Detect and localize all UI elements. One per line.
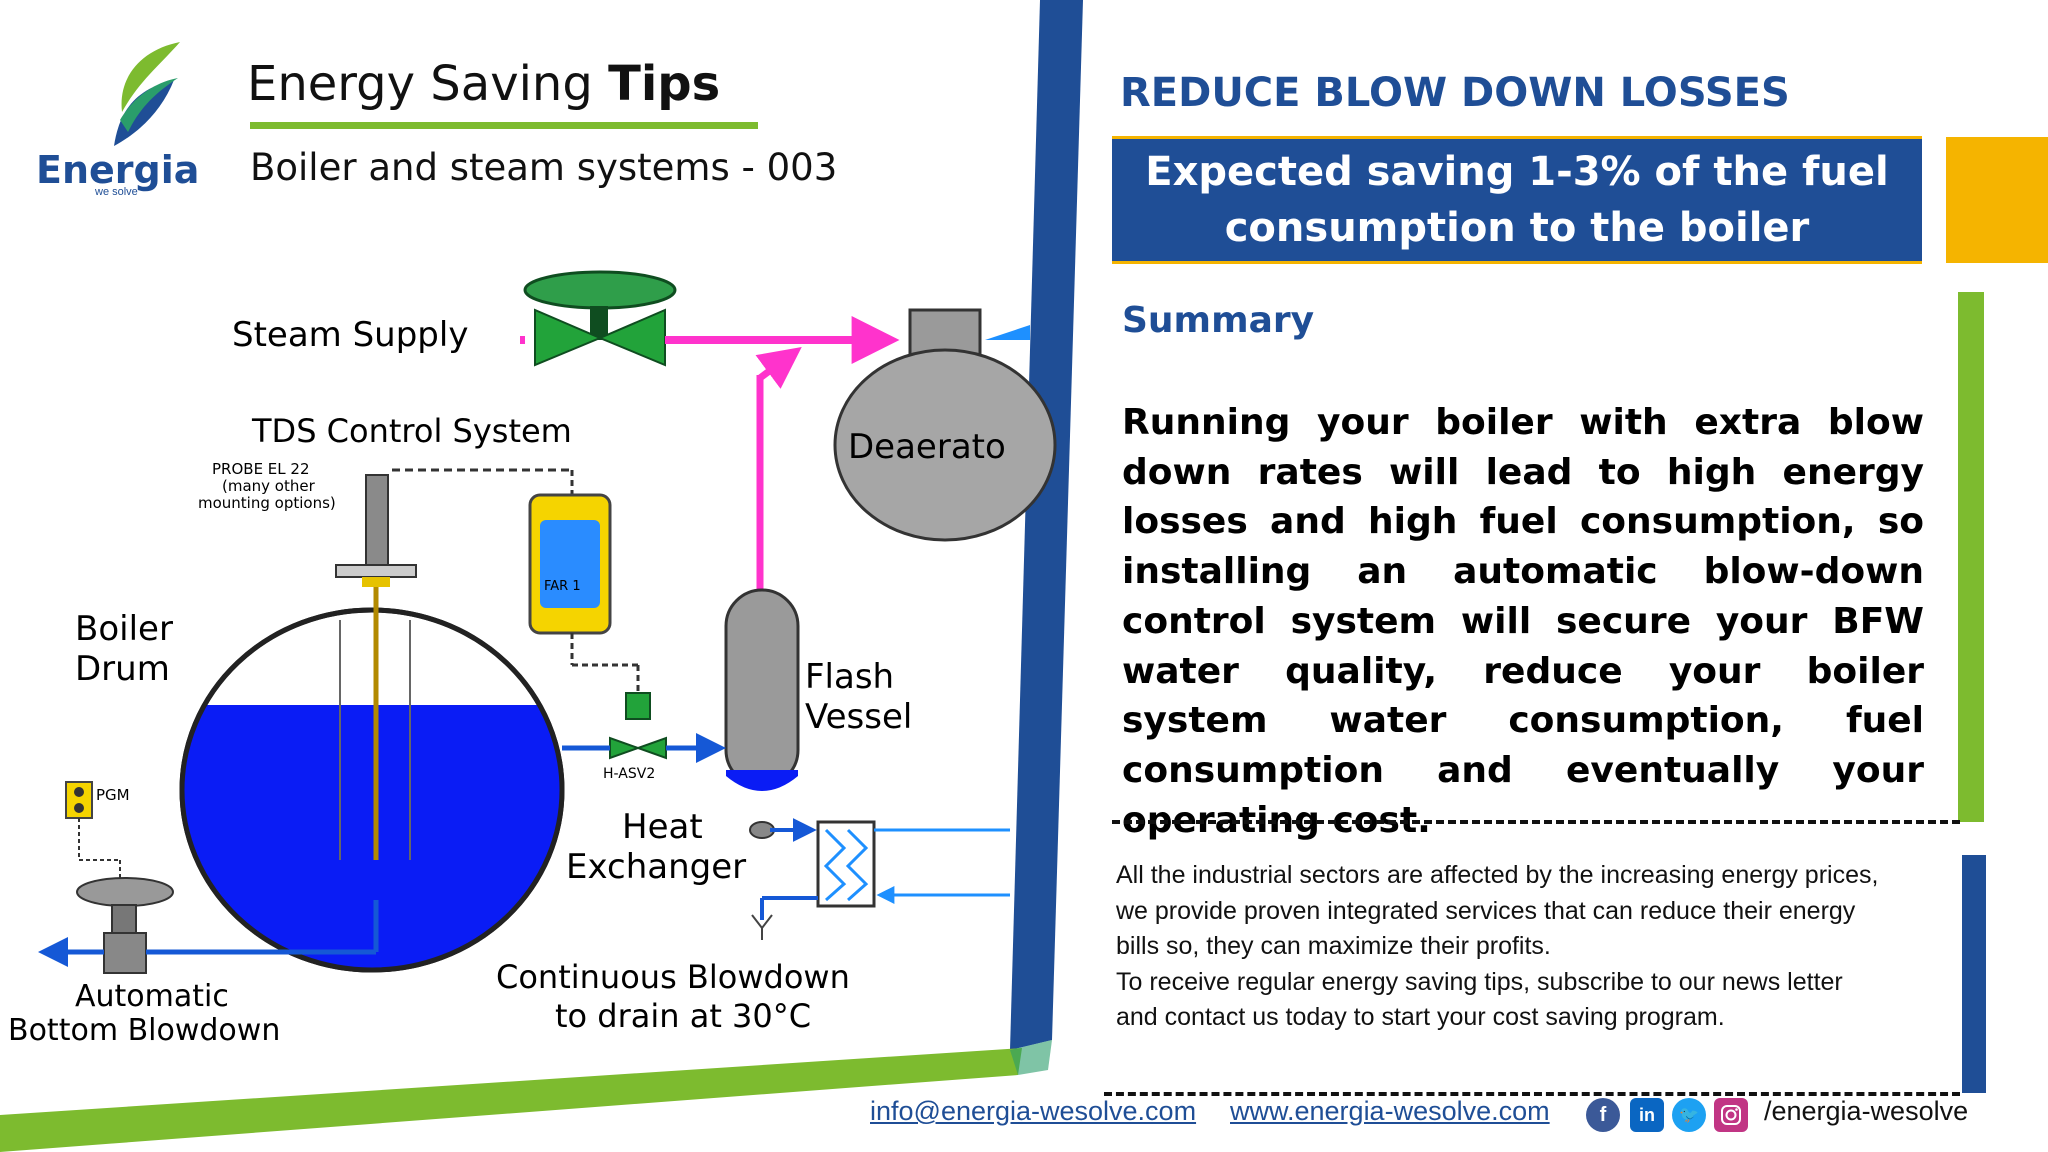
- info-line: To receive regular energy saving tips, s…: [1116, 967, 1843, 996]
- flash-vessel-label-1: Flash: [805, 657, 894, 697]
- info-line: and contact us today to start your cost …: [1116, 1003, 1725, 1031]
- title-underline: [250, 122, 758, 129]
- instagram-glyph: [1721, 1105, 1741, 1125]
- heat-exchanger-label-1: Heat: [622, 807, 703, 847]
- flash-vessel-label-2: Vessel: [805, 697, 912, 737]
- pgm-label: PGM: [96, 786, 130, 804]
- far-controller: [528, 493, 612, 635]
- heat-exchanger: [816, 820, 876, 908]
- facebook-icon[interactable]: f: [1586, 1098, 1620, 1132]
- info-line: All the industrial sectors are affected …: [1116, 861, 1879, 889]
- logo-wordmark: Energia: [36, 148, 200, 192]
- h-asv2-valve: [609, 692, 667, 760]
- page-title: Energy Saving Tips: [247, 56, 721, 112]
- steam-supply-label: Steam Supply: [232, 315, 468, 355]
- summary-heading: Summary: [1122, 300, 1315, 341]
- orange-accent-block: [1946, 137, 2048, 263]
- green-accent-bar: [1958, 292, 1984, 822]
- section-title: REDUCE BLOW DOWN LOSSES: [1120, 70, 1790, 116]
- boiler-drum: [179, 474, 565, 973]
- deaerator-vessel: [833, 308, 1057, 542]
- continuous-blowdown-label-2: to drain at 30°C: [555, 997, 811, 1035]
- boiler-drum-label-1: Boiler: [75, 609, 173, 649]
- instagram-icon[interactable]: [1714, 1098, 1748, 1132]
- twitter-icon[interactable]: 🐦: [1672, 1098, 1706, 1132]
- green-corner-band: [0, 1048, 1022, 1152]
- deaerator-label: Deaerato: [848, 427, 1006, 467]
- bottom-blowdown-valve: [76, 877, 174, 974]
- banner-line-1: Expected saving 1-3% of the fuel: [1145, 149, 1889, 195]
- hasv-label: H-ASV2: [603, 766, 655, 782]
- probe-label-2: (many other: [222, 477, 316, 495]
- probe-label-3: mounting options): [198, 494, 336, 512]
- website-link[interactable]: www.energia-wesolve.com: [1230, 1096, 1550, 1126]
- flash-vessel: [724, 588, 800, 839]
- blue-corner-band: [1010, 1040, 1052, 1075]
- energia-leaf-icon: [114, 42, 180, 146]
- dashed-divider-top: [1112, 820, 1960, 824]
- steam-supply-valve: [523, 270, 677, 367]
- heat-exchanger-label-2: Exchanger: [566, 847, 746, 887]
- info-paragraph: All the industrial sectors are affected …: [1116, 858, 1956, 1036]
- auto-blowdown-label-1: Automatic: [75, 979, 229, 1014]
- tds-control-label: TDS Control System: [251, 412, 572, 450]
- expected-saving-banner: Expected saving 1-3% of the fuel consump…: [1112, 136, 1922, 264]
- blue-accent-bar: [1962, 855, 1986, 1093]
- logo-tagline: we solve: [95, 186, 138, 198]
- continuous-blowdown-label-1: Continuous Blowdown: [496, 958, 850, 996]
- diagonal-blue-band: [1010, 0, 1083, 1050]
- pgm-controller: [65, 781, 93, 819]
- boiler-drum-label-2: Drum: [75, 649, 170, 689]
- info-line: bills so, they can maximize their profit…: [1116, 932, 1551, 960]
- summary-body: Running your boiler with extra blow down…: [1122, 402, 1924, 841]
- dashed-divider-bottom: [1104, 1092, 1960, 1096]
- auto-blowdown-label-2: Bottom Blowdown: [8, 1013, 280, 1048]
- linkedin-icon[interactable]: in: [1630, 1098, 1664, 1132]
- page-subtitle: Boiler and steam systems - 003: [250, 146, 838, 189]
- banner-line-2: consumption to the boiler: [1224, 205, 1810, 251]
- probe-label-1: PROBE EL 22: [212, 460, 310, 478]
- info-line: we provide proven integrated services th…: [1116, 896, 1856, 925]
- far-label: FAR 1: [544, 579, 581, 594]
- social-handle: /energia-wesolve: [1764, 1096, 1969, 1126]
- email-link[interactable]: info@energia-wesolve.com: [870, 1096, 1197, 1126]
